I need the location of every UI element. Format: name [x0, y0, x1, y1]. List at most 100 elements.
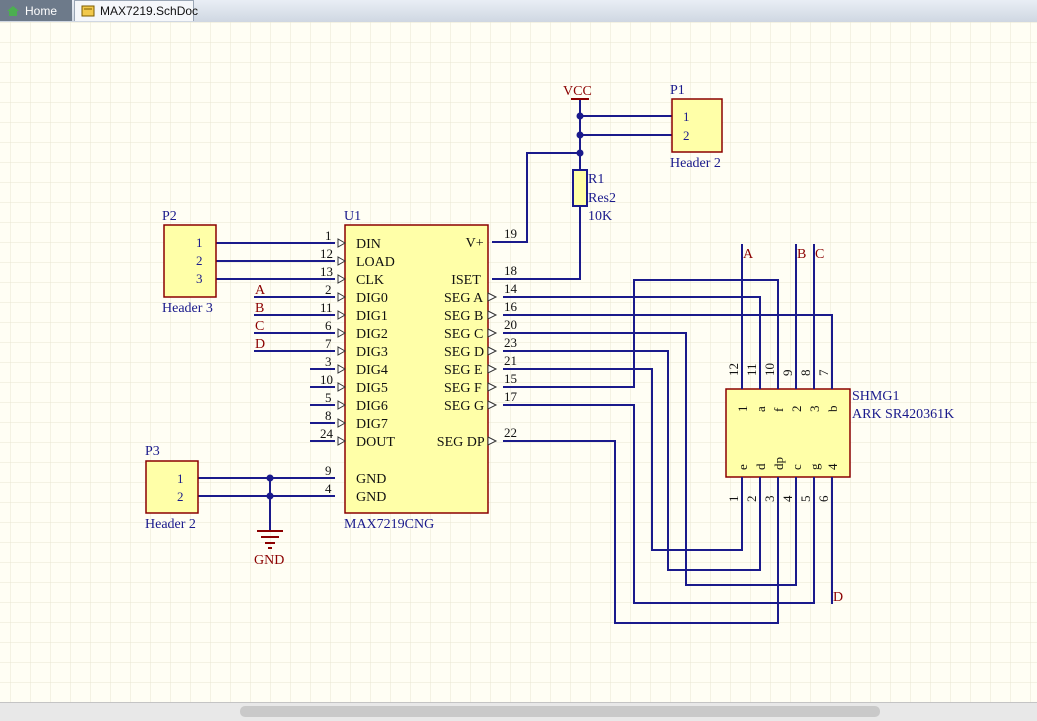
- u1-left-pin-num: 8: [325, 408, 332, 423]
- shmg-top-num: 10: [762, 363, 777, 376]
- header-p2[interactable]: P2 1 2 3 Header 3: [162, 209, 217, 316]
- tab-home-label: Home: [25, 3, 58, 18]
- shmg-top-inner: 1: [735, 406, 750, 413]
- u1-right-pin-num: 15: [504, 371, 517, 386]
- wire-iset: [492, 206, 581, 280]
- shmg-top-inner: f: [771, 407, 786, 412]
- vcc-label: VCC: [563, 84, 592, 99]
- tab-bar: Home MAX7219.SchDoc: [0, 0, 1037, 23]
- u1-left-pin-num: 3: [325, 354, 332, 369]
- home-icon: [6, 5, 20, 17]
- u1-designator: U1: [344, 209, 361, 224]
- wire-seg-b: [503, 314, 833, 362]
- tab-home[interactable]: Home: [0, 0, 72, 21]
- pin-input-arrow: [337, 292, 347, 302]
- gnd-label: GND: [254, 553, 284, 568]
- wire-seg-f: [503, 279, 779, 388]
- r1-comment: Res2: [588, 191, 616, 206]
- p1-designator: P1: [670, 83, 685, 98]
- u1-left-pin-num: 5: [325, 390, 332, 405]
- wire-vplus: [492, 152, 580, 243]
- shmg1-designator: SHMG1: [852, 389, 899, 404]
- u1-left-pin-name: DOUT: [356, 435, 395, 450]
- net-label-c-right: C: [815, 247, 824, 262]
- u1-right-pin-num: 20: [504, 317, 517, 332]
- shmg-bottom-num: 3: [762, 496, 777, 503]
- net-label-a-right: A: [743, 247, 754, 262]
- p3-comment: Header 2: [145, 517, 196, 532]
- u1-left-pin-name: DIN: [356, 237, 381, 252]
- header-p1[interactable]: P1 1 2 Header 2: [670, 83, 723, 171]
- p1-pin1: 1: [683, 109, 690, 124]
- net-label-c-left: C: [255, 319, 264, 334]
- u1-right-pin-name: V+: [466, 236, 484, 251]
- p3-designator: P3: [145, 444, 160, 459]
- u1-left-pin-name: GND: [356, 490, 386, 505]
- gnd-symbol[interactable]: GND: [254, 530, 284, 568]
- net-label-b-right: B: [797, 247, 806, 262]
- r1-designator: R1: [588, 172, 604, 187]
- shmg-bottom-inner: dp: [771, 457, 786, 470]
- resistor-r1[interactable]: R1 Res2 10K: [572, 169, 616, 224]
- p1-comment: Header 2: [670, 156, 721, 171]
- wire-stubs: [310, 368, 335, 442]
- u1-left-pin-num: 7: [325, 336, 332, 351]
- u1-comment: MAX7219CNG: [344, 517, 434, 532]
- u1-right-pin-num: 21: [504, 353, 517, 368]
- shmg-top-num: 7: [816, 369, 831, 376]
- schematic-drawing: VCC GND P1 1 2 Header 2 R1 Res2 10K P2 1…: [0, 22, 1037, 702]
- p1-pin2: 2: [683, 128, 690, 143]
- pin-input-arrow: [337, 328, 347, 338]
- u1-right-pin-num: 14: [504, 281, 518, 296]
- header-p3[interactable]: P3 1 2 Header 2: [145, 444, 199, 532]
- pin-output-arrow: [487, 346, 498, 356]
- u1-left-pin-num: 10: [320, 372, 333, 387]
- shmg-bottom-inner: e: [735, 464, 750, 470]
- u1-right-pin-num: 18: [504, 263, 517, 278]
- u1-left-pin-num: 24: [320, 426, 334, 441]
- shmg-bottom-num: 6: [816, 495, 831, 502]
- pin-input-arrow: [337, 364, 347, 374]
- u1-left-pin-name: LOAD: [356, 255, 395, 270]
- u1-left-pin-num: 13: [320, 264, 333, 279]
- pin-output-arrow: [487, 400, 498, 410]
- net-label-d-right: D: [833, 590, 843, 605]
- tab-schdoc[interactable]: MAX7219.SchDoc: [74, 0, 198, 21]
- wire-seg-a: [503, 296, 761, 362]
- u1-right-pin-name: SEG B: [444, 309, 483, 324]
- shmg-top-num: 9: [780, 370, 795, 377]
- u1-left-pin-num: 9: [325, 463, 332, 478]
- p2-designator: P2: [162, 209, 177, 224]
- shmg-bottom-inner: c: [789, 464, 804, 470]
- watermark-logo: [882, 672, 1032, 702]
- pin-input-arrow: [337, 400, 347, 410]
- schematic-canvas[interactable]: VCC GND P1 1 2 Header 2 R1 Res2 10K P2 1…: [0, 22, 1037, 702]
- net-labels: A B C D A B C D: [255, 247, 843, 605]
- u1-right-pin-name: SEG C: [444, 327, 483, 342]
- net-label-a-left: A: [255, 283, 266, 298]
- r1-value: 10K: [588, 209, 612, 224]
- p3-pin2: 2: [177, 489, 184, 504]
- vcc-symbol[interactable]: VCC: [563, 84, 592, 100]
- scrollbar-thumb[interactable]: [240, 706, 880, 717]
- u1-right-pin-name: SEG G: [444, 399, 484, 414]
- p2-pin1: 1: [196, 235, 203, 250]
- shmg-top-num: 8: [798, 370, 813, 377]
- shmg-top-num: 11: [744, 363, 759, 376]
- u1-left-pin-num: 1: [325, 228, 332, 243]
- grid: [0, 22, 1037, 702]
- pin-input-arrow: [337, 346, 347, 356]
- u1-right-pin-name: ISET: [451, 273, 481, 288]
- tab-schdoc-label: MAX7219.SchDoc: [100, 4, 199, 18]
- pin-input-arrow: [337, 310, 347, 320]
- net-label-b-left: B: [255, 301, 264, 316]
- u1-left-pin-name: DIG2: [356, 327, 388, 342]
- display-shmg1[interactable]: SHMG1 ARK SR420361K 121e111ad210fdp392c4…: [725, 362, 954, 503]
- ic-max7219[interactable]: U1 MAX7219CNG DIN1LOAD12CLK13DIG02DIG111…: [320, 209, 518, 532]
- pin-input-arrow: [337, 436, 347, 446]
- wires: [198, 100, 833, 624]
- wire-seg-c: [503, 332, 797, 586]
- u1-right-pin-num: 19: [504, 226, 517, 241]
- u1-right-pin-name: SEG A: [444, 291, 484, 306]
- horizontal-scrollbar[interactable]: [0, 702, 1037, 721]
